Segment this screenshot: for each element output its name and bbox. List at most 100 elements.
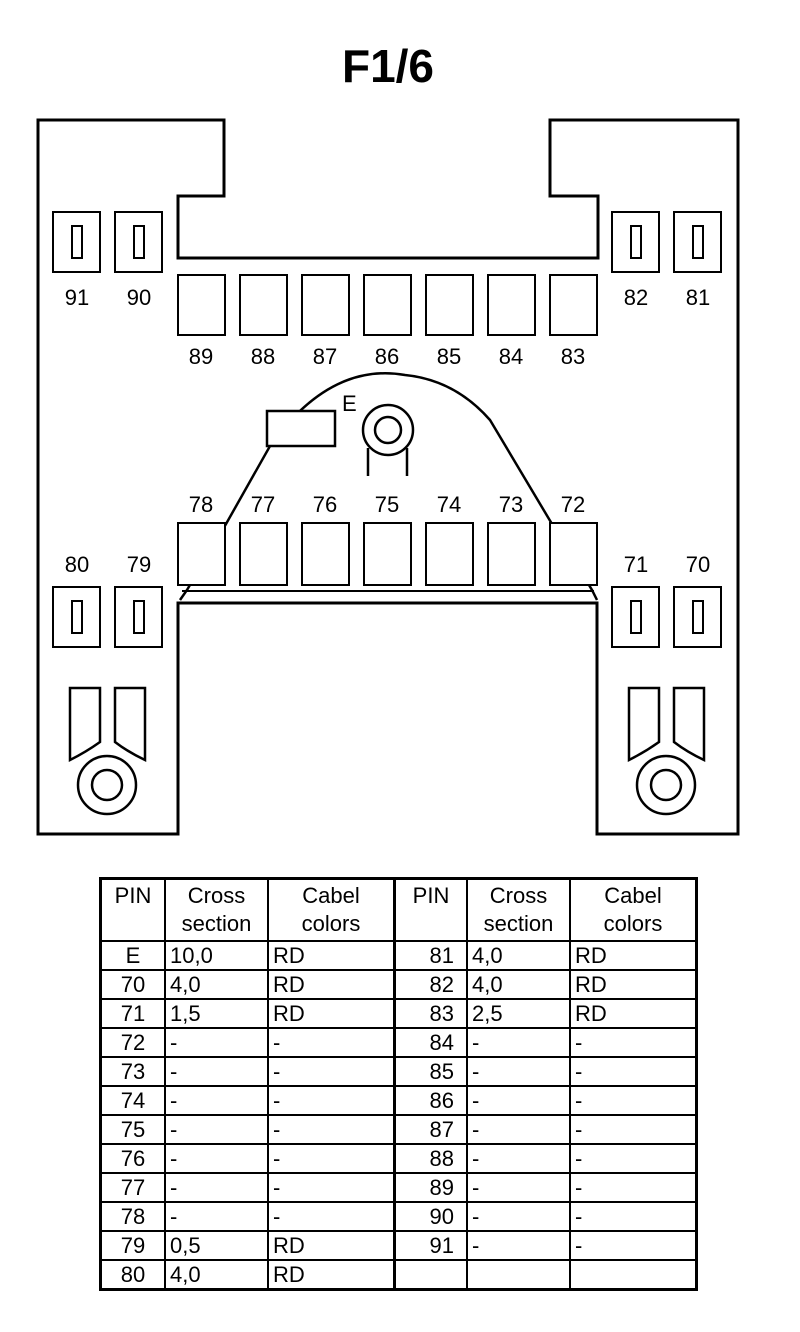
connector-diagram: E 89 88 87 86 85 84 83 78 77 76 75 74 73… — [36, 118, 740, 836]
pin-79-blade — [133, 600, 145, 634]
cable-color-cell: RD — [569, 940, 698, 971]
pin-label: 80 — [65, 552, 89, 577]
cross-section-cell: 4,0 — [466, 940, 571, 971]
pin-label: 72 — [561, 492, 585, 517]
cross-section-cell: - — [466, 1114, 571, 1145]
cable-color-cell: RD — [267, 940, 396, 971]
pin-label: 87 — [313, 344, 337, 369]
cable-color-cell: - — [267, 1143, 396, 1174]
cable-color-cell: - — [267, 1201, 396, 1232]
header-cross-line2-2: section — [483, 911, 554, 936]
mounting-hole-right-outer — [635, 754, 697, 816]
pin-cell: 82 — [393, 969, 468, 1000]
header-cross-line1-2: Cross — [489, 883, 548, 908]
header-pin: PIN — [99, 877, 166, 942]
mounting-lug-left — [68, 686, 147, 816]
header-pin-text-2: PIN — [412, 883, 450, 908]
ground-stud-outer — [361, 403, 415, 457]
pin-cell: 71 — [99, 998, 166, 1029]
cable-color-cell: - — [569, 1056, 698, 1087]
pin-label: 75 — [375, 492, 399, 517]
pin-cell: 74 — [99, 1085, 166, 1116]
pin-73-box — [487, 522, 536, 586]
pin-70-blade — [692, 600, 704, 634]
cable-color-cell: - — [267, 1056, 396, 1087]
table-row: 72--84-- — [99, 1027, 698, 1058]
pin-label: 71 — [624, 552, 648, 577]
cable-color-cell: RD — [267, 1259, 396, 1291]
pin-75-box — [363, 522, 412, 586]
cable-color-cell: - — [267, 1172, 396, 1203]
pin-81-box — [673, 211, 722, 273]
pin-74-box — [425, 522, 474, 586]
cross-section-cell: - — [164, 1027, 269, 1058]
pin-label: 73 — [499, 492, 523, 517]
table-row: 76--88-- — [99, 1143, 698, 1174]
cross-section-cell: 10,0 — [164, 940, 269, 971]
header-pin-2: PIN — [393, 877, 468, 942]
header-colors-line1: Cabel — [302, 883, 360, 908]
mounting-hole-left-outer — [76, 754, 138, 816]
cable-color-cell — [569, 1259, 698, 1291]
ground-stud-legs — [366, 448, 409, 476]
pin-label: 76 — [313, 492, 337, 517]
pin-label: 83 — [561, 344, 585, 369]
table-row: 78--90-- — [99, 1201, 698, 1232]
pin-cell: 83 — [393, 998, 468, 1029]
header-colors-line1-2: Cabel — [604, 883, 662, 908]
cable-color-cell: - — [569, 1172, 698, 1203]
header-cable-colors: Cabel colors — [267, 877, 396, 942]
pin-cell: 84 — [393, 1027, 468, 1058]
pin-90-blade — [133, 225, 145, 259]
pin-label: 91 — [65, 285, 89, 310]
cross-section-cell: - — [466, 1056, 571, 1087]
pin-83-box — [549, 274, 598, 336]
pin-cell: 80 — [99, 1259, 166, 1291]
cross-section-cell: - — [164, 1143, 269, 1174]
pin-72-box — [549, 522, 598, 586]
header-colors-line2: colors — [301, 911, 361, 936]
pin-label: 85 — [437, 344, 461, 369]
cable-color-cell: RD — [267, 998, 396, 1029]
pin-label: 82 — [624, 285, 648, 310]
cross-section-cell — [466, 1259, 571, 1291]
upper-small-terminals: 91 90 82 81 — [52, 211, 722, 310]
cross-section-cell: - — [466, 1085, 571, 1116]
pin-91-blade — [71, 225, 83, 259]
pin-88-box — [239, 274, 288, 336]
pin-cell: 75 — [99, 1114, 166, 1145]
cross-section-cell: - — [466, 1143, 571, 1174]
lower-small-terminals: 80 79 71 70 — [52, 552, 722, 648]
cross-section-cell: - — [466, 1172, 571, 1203]
ground-terminal-rect — [265, 409, 337, 448]
pin-cell: 73 — [99, 1056, 166, 1087]
pin-85-box — [425, 274, 474, 336]
pin-86-box — [363, 274, 412, 336]
pin-cell: 89 — [393, 1172, 468, 1203]
cable-color-cell: RD — [267, 1230, 396, 1261]
pin-label: 78 — [189, 492, 213, 517]
pin-label: 90 — [127, 285, 151, 310]
pin-cell: 76 — [99, 1143, 166, 1174]
cross-section-cell: 4,0 — [164, 969, 269, 1000]
cable-color-cell: RD — [569, 969, 698, 1000]
table-row: 74--86-- — [99, 1085, 698, 1116]
pin-84-box — [487, 274, 536, 336]
cross-section-cell: - — [466, 1027, 571, 1058]
pin-label: 81 — [686, 285, 710, 310]
pin-81-blade — [692, 225, 704, 259]
cross-section-cell: - — [164, 1172, 269, 1203]
cross-section-cell: 4,0 — [164, 1259, 269, 1291]
pin-78-box — [177, 522, 226, 586]
top-pin-row: 89 88 87 86 85 84 83 — [177, 274, 598, 369]
cable-color-cell: - — [569, 1201, 698, 1232]
pin-cell: 85 — [393, 1056, 468, 1087]
lug-right-slot — [627, 686, 706, 763]
table-row: 75--87-- — [99, 1114, 698, 1145]
